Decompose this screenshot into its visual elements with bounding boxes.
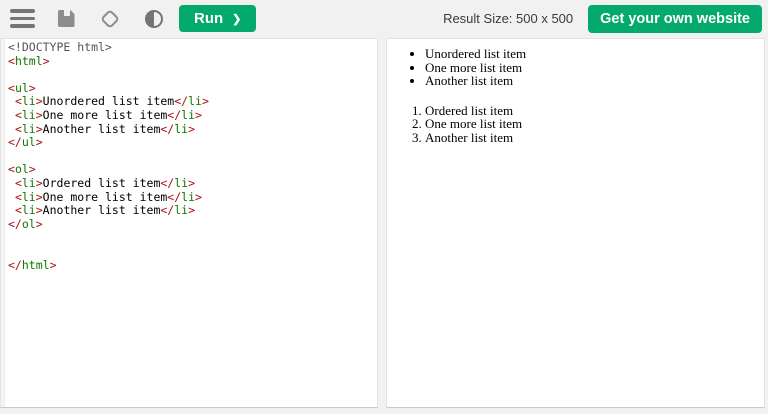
code-line: <ol> bbox=[8, 162, 36, 177]
result-list-item: Ordered list item bbox=[425, 103, 758, 118]
code-line bbox=[8, 231, 375, 245]
code-line: <li>Ordered list item</li> bbox=[14, 175, 196, 190]
result-list-item: Another list item bbox=[425, 74, 758, 88]
code-line bbox=[8, 245, 375, 259]
save-button[interactable] bbox=[44, 0, 88, 37]
editor-gutter bbox=[1, 39, 5, 407]
panes-container: <!DOCTYPE html><html> <ul> <li>Unordered… bbox=[0, 38, 768, 408]
result-ordered-list: Ordered list itemOne more list itemAnoth… bbox=[395, 103, 758, 145]
result-list-item: One more list item bbox=[425, 117, 758, 131]
run-button[interactable]: Run ❯ bbox=[179, 5, 257, 32]
code-line: <html> bbox=[8, 53, 50, 68]
result-list-item: Another list item bbox=[425, 130, 758, 145]
contrast-icon bbox=[145, 9, 163, 28]
code-line: <li>One more list item</li> bbox=[14, 107, 202, 122]
result-list-item: One more list item bbox=[425, 60, 758, 75]
code-line bbox=[8, 68, 375, 82]
pane-resizer[interactable] bbox=[378, 38, 386, 408]
code-line: <li>One more list item</li> bbox=[14, 189, 202, 204]
code-editor[interactable]: <!DOCTYPE html><html> <ul> <li>Unordered… bbox=[5, 39, 377, 407]
result-list-item: Unordered list item bbox=[425, 47, 758, 61]
menu-icon bbox=[9, 9, 35, 28]
code-line bbox=[8, 150, 375, 164]
code-line: <li>Unordered list item</li> bbox=[14, 94, 209, 109]
get-your-own-website-button[interactable]: Get your own website bbox=[588, 4, 762, 33]
orientation-icon bbox=[100, 8, 120, 29]
chevron-right-icon: ❯ bbox=[232, 13, 242, 26]
toolbar: Run ❯ Result Size: 500 x 500 Get your ow… bbox=[0, 0, 768, 37]
result-pane: Unordered list itemOne more list itemAno… bbox=[386, 38, 765, 408]
code-editor-pane[interactable]: <!DOCTYPE html><html> <ul> <li>Unordered… bbox=[0, 38, 378, 408]
change-orientation-button[interactable] bbox=[88, 0, 132, 37]
code-line: </html> bbox=[8, 257, 57, 272]
code-line: <ul> bbox=[8, 80, 36, 95]
run-button-label: Run bbox=[194, 10, 224, 27]
menu-button[interactable] bbox=[0, 0, 44, 37]
code-line: <li>Another list item</li> bbox=[14, 203, 196, 218]
result-unordered-list: Unordered list itemOne more list itemAno… bbox=[395, 47, 758, 88]
result-size-label: Result Size: 500 x 500 bbox=[443, 11, 574, 26]
dark-mode-button[interactable] bbox=[132, 0, 176, 37]
code-line: <li>Another list item</li> bbox=[14, 121, 196, 136]
code-line: </ul> bbox=[8, 135, 43, 150]
save-icon bbox=[57, 10, 75, 27]
code-line: <!DOCTYPE html> bbox=[8, 40, 112, 54]
code-line: </ol> bbox=[8, 216, 43, 231]
